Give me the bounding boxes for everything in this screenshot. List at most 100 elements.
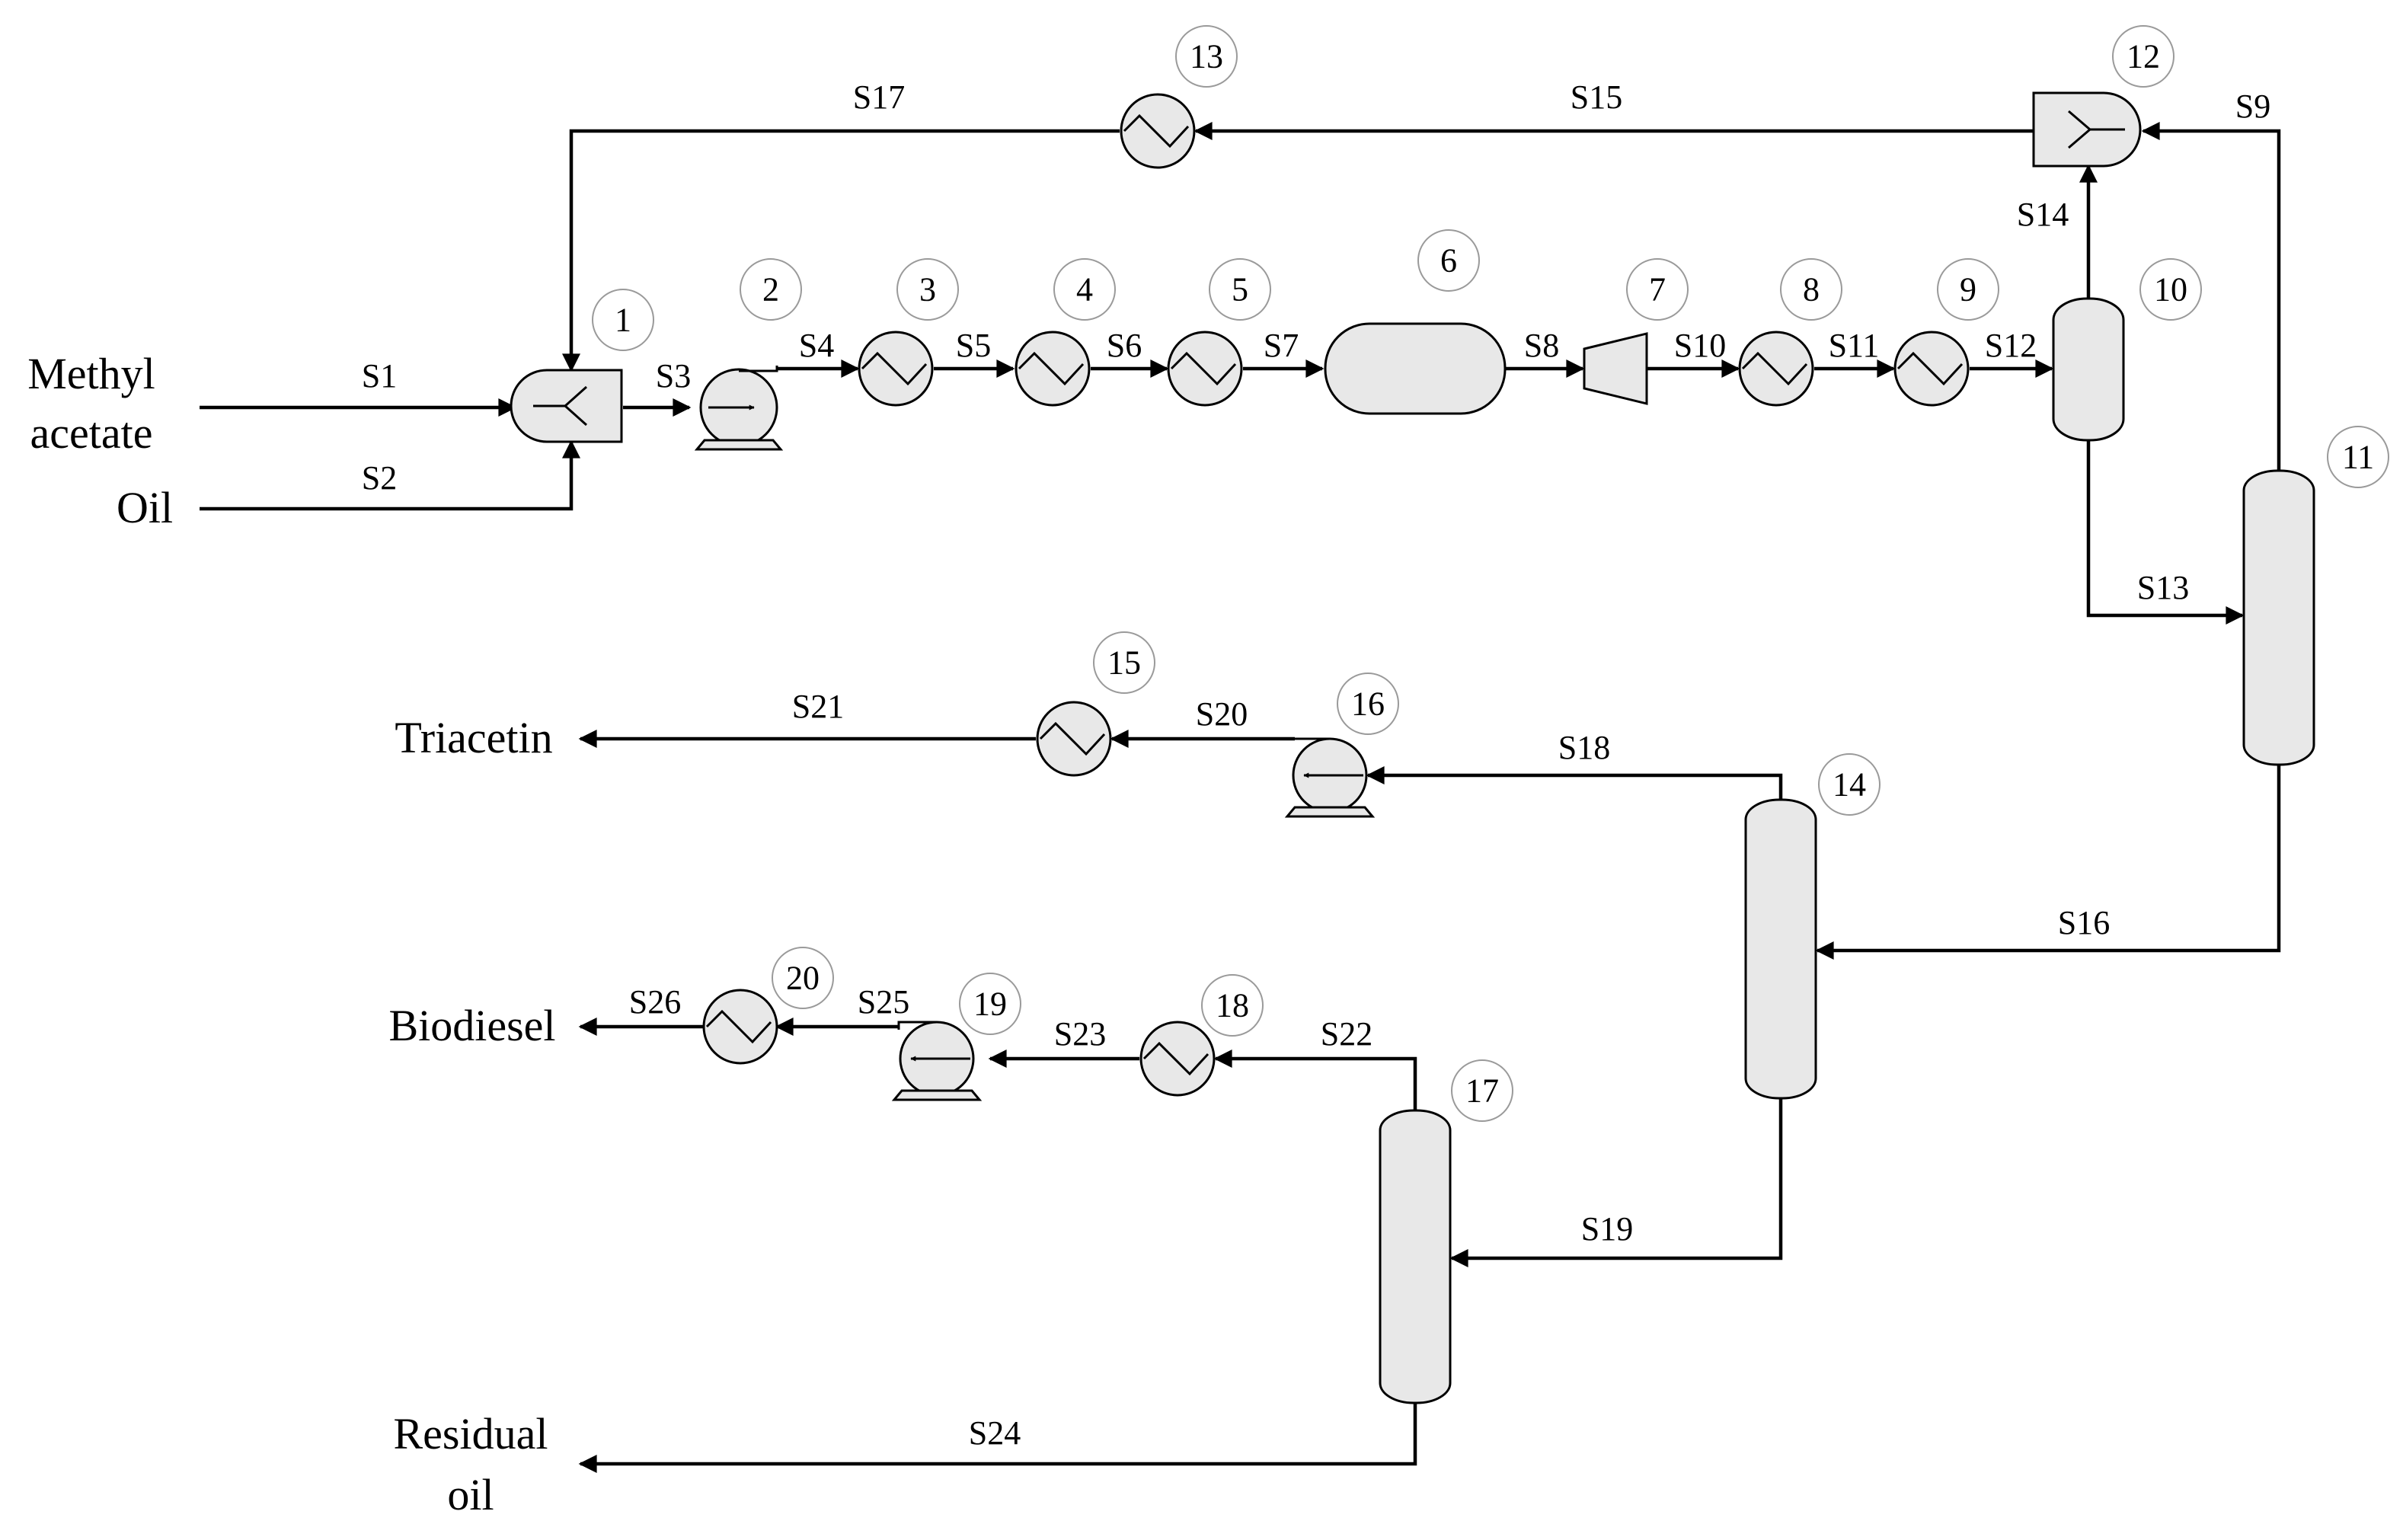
column-11 bbox=[2242, 469, 2315, 766]
heat-exchanger-3 bbox=[858, 331, 934, 407]
product-biodiesel: Biodiesel bbox=[388, 1001, 555, 1050]
unit-badge-10: 10 bbox=[2139, 258, 2202, 321]
stream-s11-label: S11 bbox=[1829, 327, 1880, 364]
heat-exchanger-4 bbox=[1015, 331, 1091, 407]
unit-badge-19: 19 bbox=[959, 973, 1021, 1035]
heat-exchanger-13 bbox=[1120, 93, 1196, 169]
stream-s13-label: S13 bbox=[2137, 569, 2189, 606]
stream-s16-line bbox=[1815, 763, 2281, 960]
stream-s5-label: S5 bbox=[956, 327, 991, 364]
stream-s2-line bbox=[200, 439, 580, 511]
svg-text:11: 11 bbox=[2342, 439, 2374, 476]
svg-text:14: 14 bbox=[1833, 766, 1866, 804]
stream-s19-label: S19 bbox=[1581, 1210, 1633, 1248]
unit-badge-2: 2 bbox=[740, 258, 802, 321]
svg-text:18: 18 bbox=[1216, 987, 1249, 1024]
unit-badge-13: 13 bbox=[1175, 25, 1238, 88]
pump-19 bbox=[891, 1021, 983, 1101]
svg-text:15: 15 bbox=[1107, 644, 1141, 682]
stream-s10-label: S10 bbox=[1674, 327, 1726, 364]
unit-badge-4: 4 bbox=[1053, 258, 1116, 321]
svg-text:2: 2 bbox=[762, 271, 779, 308]
column-17 bbox=[1379, 1109, 1452, 1404]
stream-s25-label: S25 bbox=[858, 983, 909, 1021]
unit-badge-6: 6 bbox=[1417, 229, 1480, 292]
product-residual-oil-line1: Residual bbox=[394, 1409, 548, 1459]
pump-2 bbox=[694, 366, 784, 451]
stream-s22-label: S22 bbox=[1321, 1015, 1372, 1053]
svg-text:3: 3 bbox=[919, 271, 936, 308]
svg-text:17: 17 bbox=[1465, 1072, 1499, 1110]
unit-badge-7: 7 bbox=[1626, 258, 1689, 321]
feed-product-labels: Methyl acetate Oil Triacetin Biodiesel R… bbox=[27, 349, 555, 1519]
svg-text:1: 1 bbox=[615, 302, 631, 339]
svg-text:12: 12 bbox=[2127, 38, 2160, 75]
heat-exchanger-18 bbox=[1139, 1021, 1216, 1097]
stream-s1-label: S1 bbox=[362, 357, 397, 395]
stream-lines bbox=[200, 122, 2281, 1473]
unit-badge-3: 3 bbox=[896, 258, 959, 321]
unit-number-badges: 1 2 3 4 5 6 7 8 9 10 11 12 13 14 15 16 1… bbox=[592, 25, 2389, 1122]
stream-s22-line bbox=[1213, 1050, 1417, 1112]
stream-s9-label: S9 bbox=[2235, 88, 2270, 125]
stream-s4-label: S4 bbox=[799, 327, 834, 364]
svg-text:19: 19 bbox=[973, 986, 1007, 1023]
pump-16 bbox=[1284, 737, 1376, 818]
stream-s15-label: S15 bbox=[1571, 78, 1622, 116]
column-14 bbox=[1744, 798, 1817, 1100]
stream-s23-label: S23 bbox=[1054, 1015, 1106, 1053]
splitter-12 bbox=[2032, 91, 2142, 168]
feed-oil: Oil bbox=[117, 483, 173, 532]
unit-badge-5: 5 bbox=[1209, 258, 1271, 321]
svg-text:7: 7 bbox=[1649, 271, 1666, 308]
product-residual-oil-line2: oil bbox=[447, 1470, 494, 1519]
stream-s6-label: S6 bbox=[1107, 327, 1142, 364]
heat-exchanger-20 bbox=[702, 989, 778, 1065]
svg-text:16: 16 bbox=[1351, 685, 1385, 723]
svg-text:4: 4 bbox=[1076, 271, 1093, 308]
unit-badge-14: 14 bbox=[1818, 753, 1881, 816]
stream-s18-line bbox=[1366, 766, 1783, 801]
unit-badge-9: 9 bbox=[1937, 258, 1999, 321]
stream-s8-label: S8 bbox=[1524, 327, 1559, 364]
stream-s14-label: S14 bbox=[2017, 196, 2069, 233]
stream-s20-label: S20 bbox=[1196, 695, 1248, 733]
reactor-6 bbox=[1324, 322, 1507, 415]
unit-badge-8: 8 bbox=[1780, 258, 1842, 321]
svg-text:13: 13 bbox=[1190, 38, 1223, 75]
heat-exchanger-9 bbox=[1893, 331, 1970, 407]
unit-badge-20: 20 bbox=[772, 947, 834, 1009]
product-triacetin: Triacetin bbox=[395, 713, 552, 762]
stream-s17-label: S17 bbox=[853, 78, 905, 116]
stream-s3-label: S3 bbox=[656, 357, 691, 395]
heat-exchanger-15 bbox=[1036, 701, 1112, 777]
unit-badge-16: 16 bbox=[1337, 673, 1399, 735]
svg-text:9: 9 bbox=[1960, 271, 1976, 308]
svg-text:10: 10 bbox=[2154, 271, 2187, 308]
unit-badge-12: 12 bbox=[2112, 25, 2175, 88]
unit-badge-17: 17 bbox=[1451, 1059, 1513, 1122]
stream-s9-line bbox=[2141, 122, 2281, 476]
heat-exchanger-5 bbox=[1167, 331, 1243, 407]
unit-badge-1: 1 bbox=[592, 289, 654, 351]
stream-s19-line bbox=[1449, 1097, 1783, 1267]
unit-badge-18: 18 bbox=[1201, 974, 1264, 1037]
valve-7 bbox=[1583, 332, 1648, 405]
stream-s13-line bbox=[2086, 440, 2245, 625]
stream-s2-label: S2 bbox=[362, 459, 397, 497]
stream-labels: S1 S2 S3 S4 S5 S6 S7 S8 S9 S10 S11 S12 S… bbox=[362, 78, 2270, 1452]
stream-s24-line bbox=[578, 1401, 1417, 1473]
unit-badge-11: 11 bbox=[2327, 426, 2389, 488]
stream-s21-label: S21 bbox=[792, 688, 844, 725]
stream-s7-label: S7 bbox=[1264, 327, 1299, 364]
stream-s18-label: S18 bbox=[1558, 729, 1610, 766]
stream-s16-label: S16 bbox=[2058, 904, 2110, 941]
svg-text:6: 6 bbox=[1440, 242, 1457, 280]
stream-s12-label: S12 bbox=[1985, 327, 2037, 364]
svg-text:8: 8 bbox=[1803, 271, 1820, 308]
svg-text:5: 5 bbox=[1232, 271, 1248, 308]
mixer-1 bbox=[510, 369, 623, 443]
feed-methyl-acetate-line1: Methyl bbox=[27, 349, 155, 398]
feed-methyl-acetate-line2: acetate bbox=[30, 408, 153, 458]
